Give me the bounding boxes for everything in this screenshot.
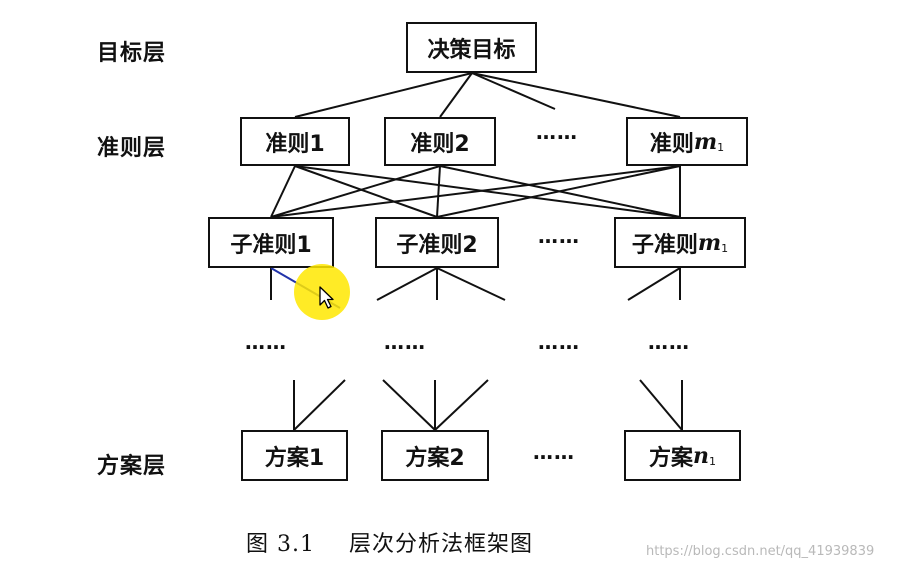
alternative-node-2: 方案2: [381, 430, 489, 481]
middle-ellipsis-4: ……: [648, 330, 690, 354]
criterion-subscript: 1: [717, 141, 725, 154]
criterion-label: 准则2: [410, 131, 470, 157]
subcriterion-label: 子准则: [631, 232, 698, 258]
subcriteria-ellipsis: ……: [538, 224, 580, 248]
layer-label-criteria: 准则层: [97, 136, 167, 161]
subcriterion-label: 子准则2: [396, 232, 478, 258]
criterion-node-2: 准则2: [384, 117, 496, 166]
alternative-subscript: 1: [709, 455, 716, 468]
alternative-variable: n: [693, 442, 709, 469]
criterion-variable: m: [693, 128, 718, 155]
subcriterion-node-2: 子准则2: [375, 217, 499, 268]
alternative-label: 方案1: [264, 445, 325, 471]
criterion-node-1: 准则1: [240, 117, 350, 166]
figure-title: 层次分析法框架图: [348, 532, 533, 557]
goal-node: 决策目标: [406, 22, 537, 73]
criterion-label: 准则1: [265, 131, 325, 157]
subcriterion-node-1: 子准则1: [208, 217, 334, 268]
layer-label-alternatives: 方案层: [97, 454, 167, 479]
alternative-node-1: 方案1: [241, 430, 348, 481]
middle-ellipsis-1: ……: [245, 330, 287, 354]
figure-number: 图 3.1: [246, 532, 315, 557]
layer-label-goal: 目标层: [97, 41, 167, 66]
middle-ellipsis-2: ……: [384, 330, 426, 354]
criteria-ellipsis: ……: [536, 120, 578, 144]
alternative-label: 方案2: [405, 445, 465, 471]
figure-caption: 图 3.1 层次分析法框架图: [246, 526, 533, 558]
subcriterion-variable: m: [697, 229, 722, 256]
middle-ellipsis-3: ……: [538, 330, 580, 354]
subcriterion-subscript: 1: [721, 242, 729, 255]
criterion-label: 准则: [649, 131, 694, 157]
watermark-url: https://blog.csdn.net/qq_41939839: [646, 544, 875, 559]
alternatives-ellipsis: ……: [533, 440, 575, 464]
goal-node-label: 决策目标: [427, 37, 516, 63]
subcriterion-label: 子准则1: [230, 232, 312, 258]
mouse-cursor-icon: [319, 286, 334, 309]
alternative-label: 方案: [648, 445, 693, 471]
